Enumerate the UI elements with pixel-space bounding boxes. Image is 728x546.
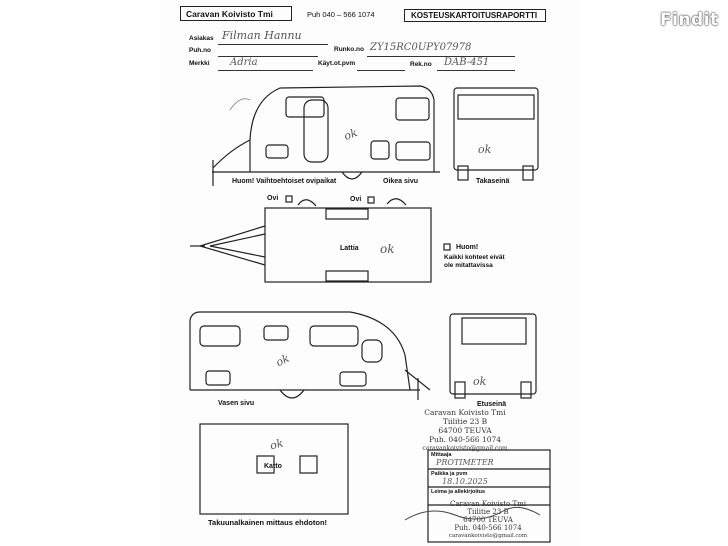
paikka-label: Paikka ja pvm	[431, 471, 468, 477]
lattia-label: Lattia	[340, 245, 359, 252]
note-alternative-doors: Huom! Vaihtoehtoiset ovipaikat	[232, 178, 337, 185]
report-page	[160, 0, 580, 546]
stamp-line-2: Tiilitie 23 B	[442, 417, 488, 426]
merkki-line	[218, 70, 313, 71]
signature-stamp: Caravan Koivisto Tmi Tiilitie 23 B 64700…	[422, 500, 554, 540]
warranty-note: Takuunalkainen mittaus ehdoton!	[208, 518, 328, 527]
oikea-sivu-label: Oikea sivu	[383, 178, 419, 185]
runkono-value: ZY15RC0UPY07978	[370, 42, 472, 53]
stamp-line-4: Puh. 040-566 1074	[428, 435, 502, 444]
huom-text-2: ole mitattavissa	[444, 262, 493, 269]
address-stamp: Caravan Koivisto Tmi Tiilitie 23 B 64700…	[415, 408, 515, 453]
rekno-line	[437, 70, 515, 71]
sign-stamp-line-3: 64700 TEUVA	[463, 516, 513, 524]
sign-stamp-line-4: Puh. 040-566 1074	[454, 524, 522, 532]
stamp-line-1: Caravan Koivisto Tmi	[424, 408, 506, 417]
kaytot-line	[357, 70, 405, 71]
company-title: Caravan Koivisto Tmi	[186, 9, 273, 19]
sign-stamp-line-1: Caravan Koivisto Tmi	[450, 500, 526, 508]
etuseina-label: Etuseinä	[477, 401, 507, 408]
stamp-line-5: caravankoivisto@gmail.com	[422, 445, 508, 452]
ovi-label-left: Ovi	[267, 195, 279, 202]
merkki-label: Merkki	[189, 60, 210, 67]
puhno-label: Puh.no	[189, 47, 212, 54]
asiakas-line	[218, 44, 328, 45]
ovi-label-right: Ovi	[350, 196, 362, 203]
sign-stamp-line-5: caravankoivisto@gmail.com	[448, 533, 528, 539]
vasen-sivu-label: Vasen sivu	[218, 400, 255, 407]
huom-title: Huom!	[456, 244, 479, 251]
rekno-label: Rek.no	[410, 61, 432, 68]
kaytot-label: Käyt.ot.pvm	[318, 60, 356, 67]
merkki-value: Adria	[230, 57, 258, 68]
mittaaja-label: Mittaaja	[431, 452, 452, 458]
findit-logo: Findit	[660, 10, 719, 30]
rekno-value: DAB-451	[444, 57, 490, 68]
leima-label: Leima ja allekirjoitus	[431, 489, 486, 495]
katto-label: Katto	[264, 463, 282, 470]
ok-mark-front: ok	[473, 375, 487, 388]
asiakas-value: Filman Hannu	[222, 29, 302, 42]
report-title: KOSTEUSKARTOITUSRAPORTTI	[411, 11, 538, 20]
mittaaja-value: PROTIMETER	[436, 458, 494, 467]
runkono-label: Runko.no	[334, 46, 364, 53]
asiakas-label: Asiakas	[189, 35, 214, 42]
takaseina-label: Takaseinä	[476, 178, 510, 185]
sign-stamp-line-2: Tiilitie 23 B	[467, 508, 509, 516]
report-title-box	[404, 9, 546, 22]
company-phone: Puh 040 – 566 1074	[307, 10, 375, 19]
paikka-value: 18.10.2025	[442, 477, 488, 486]
puhno-line	[218, 56, 318, 57]
ok-mark-floor: ok	[380, 242, 395, 256]
stamp-line-3: 64700 TEUVA	[438, 426, 492, 435]
ok-mark-back: ok	[478, 143, 492, 156]
company-header-box	[180, 6, 292, 21]
huom-text-1: Kaikki kohteet eivät	[444, 254, 505, 261]
runkono-line	[367, 56, 515, 57]
